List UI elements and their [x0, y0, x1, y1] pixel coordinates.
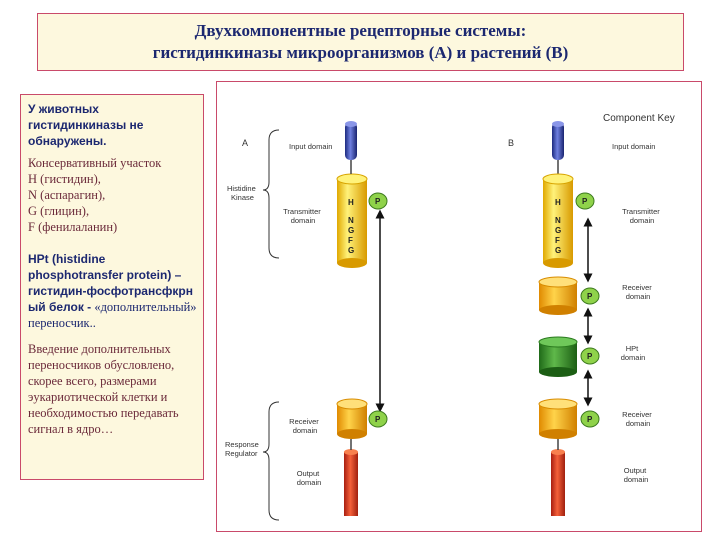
phospho-badge-a-hk	[368, 192, 388, 210]
sidebar-paragraph-2: HPt (histidine phosphotransfer protein) …	[28, 251, 198, 331]
phospho-badge-b-rec2	[580, 410, 600, 428]
input-domain-label-b: Input domain	[612, 142, 655, 151]
output-domain-label-a: Output domain	[297, 469, 322, 487]
two-component-diagram: Component Key A B H N G F G P	[225, 113, 675, 521]
panel-a: H N G F G P P Histidine Kina	[225, 121, 388, 521]
hpt-definition: HPt (histidine phosphotransfer protein) …	[28, 252, 193, 314]
sidebar-line: N (аспарагин),	[28, 188, 106, 202]
receiver-domain-label-b2: Receiver domain	[622, 410, 654, 428]
receiver-domain-label-a: Receiver domain	[289, 417, 321, 435]
phospho-label: P	[375, 415, 381, 424]
hpt-domain-label: HPt domain	[621, 344, 646, 362]
sidebar-text-box: У животных гистидинкиназы не обнаружены.…	[20, 94, 204, 480]
phospho-label: P	[587, 415, 593, 424]
input-domain-a	[345, 122, 357, 160]
panel-b-label: B	[508, 138, 514, 148]
sidebar-line: Консервативный участок	[28, 156, 162, 170]
transmitter-domain-label-a: Transmitter domain	[283, 207, 323, 225]
response-regulator-brace	[262, 401, 280, 521]
panel-a-label: A	[242, 138, 248, 148]
response-regulator-label: Response Regulator	[225, 440, 261, 458]
hpt-note: «дополнительный» переносчик..	[28, 300, 197, 330]
sidebar-paragraph-1-heading: У животных гистидинкиназы не обнаружены.	[28, 102, 144, 148]
residue-n-a: N	[348, 216, 354, 225]
transmitter-domain-label-b: Transmitter domain	[622, 207, 662, 225]
residue-f-a: F	[348, 236, 353, 245]
residue-g2-b: G	[555, 246, 561, 255]
sidebar-paragraph-1: Консервативный участок H (гистидин), N (…	[28, 155, 198, 235]
residue-g2-a: G	[348, 246, 354, 255]
sidebar-paragraph-3: Введение дополнительных переносчиков обу…	[28, 342, 179, 436]
residue-f-b: F	[555, 236, 560, 245]
histidine-kinase-label: Histidine Kinase	[227, 184, 258, 202]
title-line-2: гистидинкиназы микроорганизмов (А) и рас…	[152, 43, 569, 62]
transmitter-domain-a	[337, 179, 367, 263]
output-domain-a	[344, 452, 358, 516]
phospho-badge-b-rec1	[580, 287, 600, 305]
output-domain-label-b: Output domain	[624, 466, 649, 484]
phospho-badge-b-hpt	[580, 347, 600, 365]
input-domain-b	[552, 122, 564, 160]
phospho-label: P	[587, 292, 593, 301]
residue-g-a: G	[348, 226, 354, 235]
diagram-box: Component Key A B H N G F G P	[216, 81, 702, 532]
phospho-label: P	[375, 197, 381, 206]
title-line-1: Двухкомпонентные рецепторные системы:	[194, 21, 527, 40]
residue-h-a: H	[348, 198, 354, 207]
sidebar-line: H (гистидин),	[28, 172, 101, 186]
residue-n-b: N	[555, 216, 561, 225]
residue-g-b: G	[555, 226, 561, 235]
histidine-kinase-brace	[262, 129, 280, 259]
panel-b: H N G F G P P P P	[538, 121, 662, 516]
phospho-badge-b-hk	[575, 192, 595, 210]
sidebar-line: F (фенилаланин)	[28, 220, 118, 234]
receiver-domain-label-b1: Receiver domain	[622, 283, 654, 301]
phospho-badge-a-rr	[368, 410, 388, 428]
phospho-label: P	[587, 352, 593, 361]
phospho-label: P	[582, 197, 588, 206]
title-box: Двухкомпонентные рецепторные системы: ги…	[37, 13, 684, 71]
output-domain-b	[551, 452, 565, 516]
component-key-label: Component Key	[603, 113, 675, 124]
transmitter-domain-b	[543, 179, 573, 263]
input-domain-label-a: Input domain	[289, 142, 332, 151]
sidebar-line: G (глицин),	[28, 204, 90, 218]
residue-h-b: H	[555, 198, 561, 207]
